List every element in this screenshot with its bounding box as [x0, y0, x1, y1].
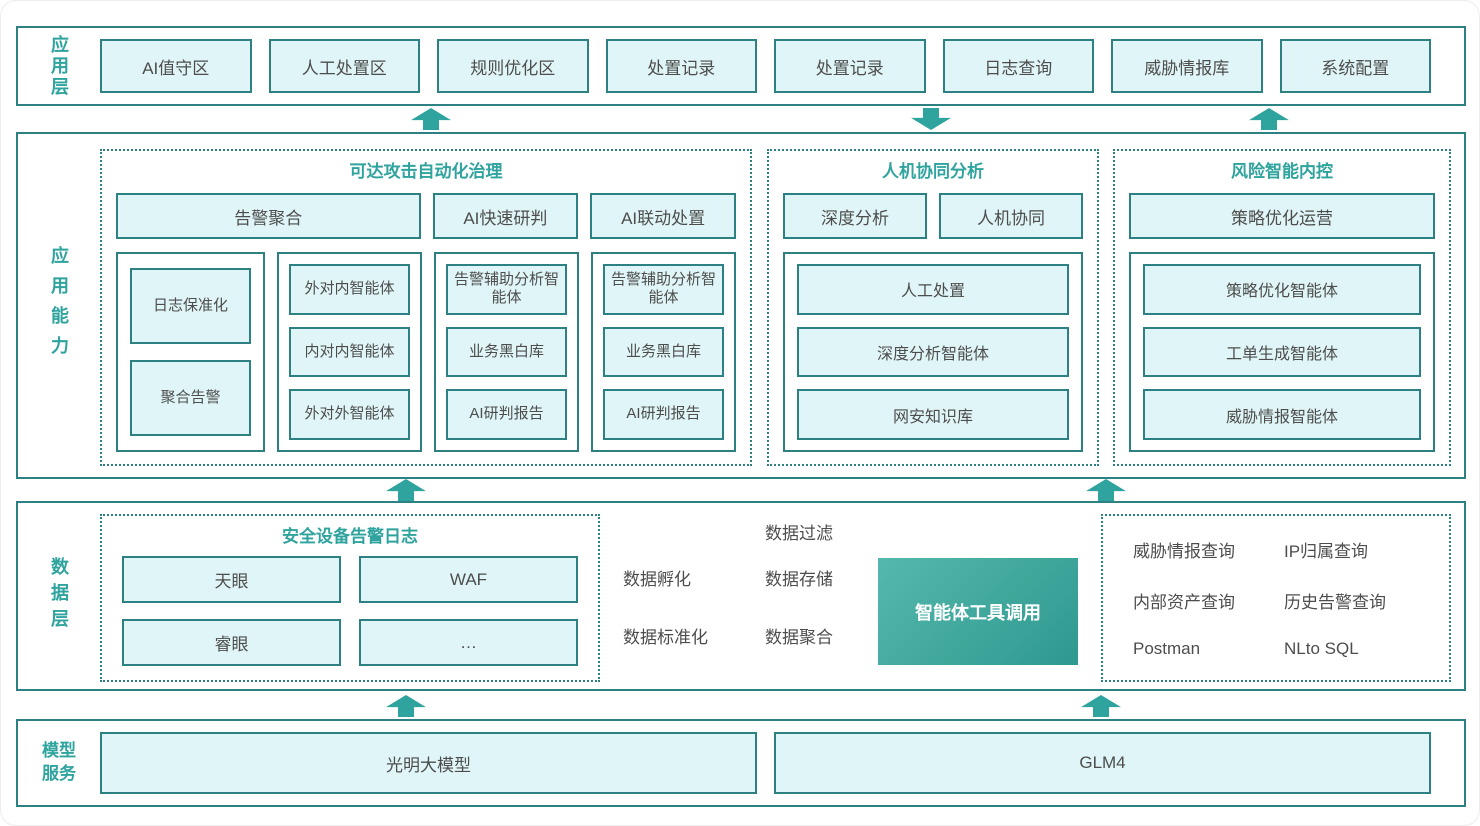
box-ai-judgement-report: AI研判报告 [603, 389, 724, 441]
arrow-down-icon [911, 108, 951, 130]
capability-layer-label-text: 应用能力 [49, 245, 69, 366]
header-ai-linked-handling: AI联动处置 [590, 193, 736, 239]
box-ext-to-int-agent: 外对内智能体 [289, 264, 410, 315]
label-data-standardization: 数据标准化 [623, 628, 708, 647]
data-layer: 数据层 安全设备告警日志 天眼 WAF 睿眼 … 数据孵化 数据标准化 数据过滤… [16, 501, 1466, 691]
box-waf: WAF [359, 556, 578, 603]
label-data-aggregation: 数据聚合 [765, 628, 833, 647]
device-alert-logs-title: 安全设备告警日志 [282, 527, 418, 546]
header-alert-aggregation: 告警聚合 [116, 193, 421, 239]
label-internal-asset-query: 内部资产查询 [1133, 593, 1235, 612]
device-alert-logs-section: 安全设备告警日志 天眼 WAF 睿眼 … [100, 514, 600, 682]
box-int-to-int-agent: 内对内智能体 [289, 326, 410, 378]
app-box-handling-records-2: 处置记录 [774, 39, 926, 93]
query-tools-section: 威胁情报查询 IP归属查询 内部资产查询 历史告警查询 Postman NLto… [1101, 514, 1451, 682]
box-guangming-large-model: 光明大模型 [100, 732, 757, 794]
app-box-rule-optimization: 规则优化区 [437, 39, 589, 93]
box-business-blackwhite-lib: 业务黑白库 [446, 326, 567, 378]
label-postman: Postman [1133, 639, 1201, 658]
agent-tool-call-box: 智能体工具调用 [878, 558, 1078, 665]
label-data-filtering: 数据过滤 [765, 524, 833, 543]
box-alert-assist-agent: 告警辅助分析智能体 [603, 264, 724, 315]
attack-col-agents: 外对内智能体 内对内智能体 外对外智能体 [277, 252, 422, 452]
risk-control-section: 风险智能内控 策略优化运营 策略优化智能体 工单生成智能体 威胁情报智能体 [1113, 149, 1451, 466]
capability-layer: 应用能力 可达攻击自动化治理 告警聚合 AI快速研判 AI联动处置 日志保准化 … [16, 132, 1466, 479]
attack-col-log: 日志保准化 聚合告警 [116, 252, 265, 452]
arrow-up-icon [1086, 479, 1126, 501]
box-ticket-generation-agent: 工单生成智能体 [1143, 326, 1421, 378]
human-machine-section: 人机协同分析 深度分析 人机协同 人工处置 深度分析智能体 网安知识库 [767, 149, 1099, 466]
header-human-machine: 人机协同 [939, 193, 1083, 239]
application-layer-label: 应用层 [18, 28, 100, 104]
risk-control-title: 风险智能内控 [1231, 162, 1333, 181]
label-ip-attribution-query: IP归属查询 [1284, 542, 1369, 561]
box-ellipsis: … [359, 619, 578, 666]
attack-governance-headers: 告警聚合 AI快速研判 AI联动处置 [116, 193, 736, 239]
box-deep-analysis-agent: 深度分析智能体 [797, 326, 1069, 378]
human-machine-stack: 人工处置 深度分析智能体 网安知识库 [783, 252, 1083, 452]
app-box-threat-intel-repo: 威胁情报库 [1111, 39, 1263, 93]
arrow-up-icon [1081, 695, 1121, 717]
model-label-line1: 模型 [42, 741, 76, 761]
data-layer-label-text: 数据层 [49, 557, 69, 635]
box-ai-judgement-report: AI研判报告 [446, 389, 567, 441]
application-layer-label-text: 应用层 [49, 34, 69, 98]
box-glm4: GLM4 [774, 732, 1431, 794]
label-threat-intel-query: 威胁情报查询 [1133, 542, 1235, 561]
attack-governance-columns: 日志保准化 聚合告警 外对内智能体 内对内智能体 外对外智能体 告警辅助分析智能… [116, 252, 736, 452]
arrow-up-icon [386, 695, 426, 717]
box-cyber-knowledge-base: 网安知识库 [797, 389, 1069, 441]
header-strategy-optimization: 策略优化运营 [1129, 193, 1435, 239]
model-service-layer-label: 模型 服务 [18, 721, 100, 805]
model-label-line2: 服务 [42, 764, 76, 783]
risk-control-stack: 策略优化智能体 工单生成智能体 威胁情报智能体 [1129, 252, 1435, 452]
application-layer-boxes: AI值守区 人工处置区 规则优化区 处置记录 处置记录 日志查询 威胁情报库 系… [100, 28, 1464, 104]
attack-governance-section: 可达攻击自动化治理 告警聚合 AI快速研判 AI联动处置 日志保准化 聚合告警 … [100, 149, 752, 466]
box-log-standardization: 日志保准化 [130, 268, 251, 344]
box-ext-to-ext-agent: 外对外智能体 [289, 389, 410, 441]
capability-layer-label: 应用能力 [18, 134, 100, 477]
arrow-up-icon [411, 108, 451, 130]
model-service-boxes: 光明大模型 GLM4 [100, 721, 1464, 805]
app-box-log-query: 日志查询 [942, 39, 1094, 93]
box-manual-disposal: 人工处置 [797, 264, 1069, 315]
arrow-up-icon [1249, 108, 1289, 130]
attack-governance-title: 可达攻击自动化治理 [349, 162, 503, 181]
header-ai-fast-judgement: AI快速研判 [432, 193, 579, 239]
label-nl-to-sql: NLto SQL [1284, 639, 1359, 658]
app-box-system-config: 系统配置 [1279, 39, 1431, 93]
box-alert-assist-agent: 告警辅助分析智能体 [446, 264, 567, 315]
application-layer: 应用层 AI值守区 人工处置区 规则优化区 处置记录 处置记录 日志查询 威胁情… [16, 26, 1466, 106]
box-ruiyan: 睿眼 [122, 619, 341, 666]
header-deep-analysis: 深度分析 [783, 193, 927, 239]
model-service-layer: 模型 服务 光明大模型 GLM4 [16, 719, 1466, 807]
label-history-alert-query: 历史告警查询 [1284, 593, 1386, 612]
arrow-up-icon [386, 479, 426, 501]
app-box-ai-duty: AI值守区 [100, 39, 252, 93]
attack-col-handling: 告警辅助分析智能体 业务黑白库 AI研判报告 [591, 252, 736, 452]
app-box-handling-records-1: 处置记录 [605, 39, 757, 93]
label-data-incubation: 数据孵化 [623, 570, 691, 589]
box-strategy-optimization-agent: 策略优化智能体 [1143, 264, 1421, 315]
risk-control-headers: 策略优化运营 [1129, 193, 1435, 239]
box-business-blackwhite-lib: 业务黑白库 [603, 326, 724, 378]
box-aggregated-alerts: 聚合告警 [130, 360, 251, 436]
device-alert-logs-grid: 天眼 WAF 睿眼 … [122, 556, 578, 666]
label-data-storage: 数据存储 [765, 570, 833, 589]
box-threat-intel-agent: 威胁情报智能体 [1143, 389, 1421, 441]
data-layer-label: 数据层 [18, 503, 100, 689]
app-box-manual-handling: 人工处置区 [268, 39, 420, 93]
attack-col-judgement: 告警辅助分析智能体 业务黑白库 AI研判报告 [434, 252, 579, 452]
human-machine-headers: 深度分析 人机协同 [783, 193, 1083, 239]
box-skyeye: 天眼 [122, 556, 341, 603]
human-machine-title: 人机协同分析 [882, 162, 984, 181]
